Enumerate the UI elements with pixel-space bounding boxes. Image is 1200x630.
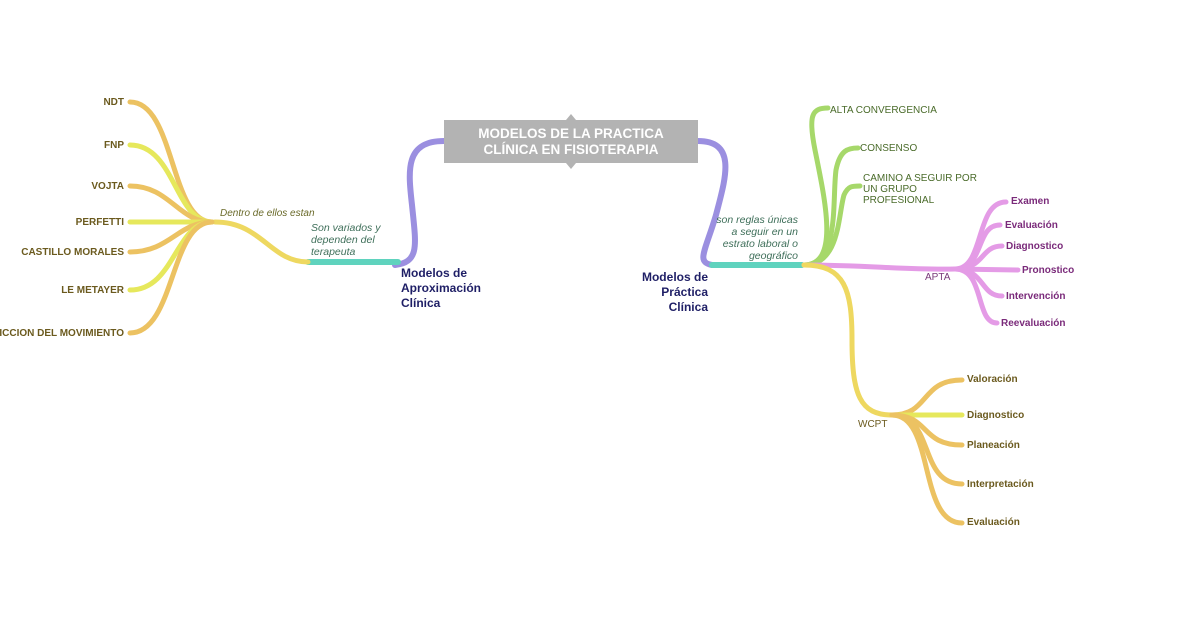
left-item-castillo-morales[interactable]: CASTILLO MORALES xyxy=(21,247,124,258)
wcpt-item-evaluacion[interactable]: Evaluación xyxy=(967,517,1020,528)
right-green-item-alta-convergencia[interactable]: ALTA CONVERGENCIA xyxy=(830,105,937,116)
apta-item-evaluacion[interactable]: Evaluación xyxy=(1005,220,1058,231)
left-item-vojta[interactable]: VOJTA xyxy=(91,181,124,192)
wcpt-item-diagnostico[interactable]: Diagnostico xyxy=(967,410,1025,421)
apta-item-pronostico[interactable]: Pronostico xyxy=(1022,265,1075,276)
connector-apta xyxy=(801,262,958,272)
left-item-le-metayer[interactable]: LE METAYER xyxy=(61,285,124,296)
apta-item-diagnostico[interactable]: Diagnostico xyxy=(1006,241,1064,252)
connector-left-hub xyxy=(212,219,311,265)
connector-riccion xyxy=(127,219,215,336)
connector-evaluacion-wcpt xyxy=(889,412,965,526)
connector-wcpt xyxy=(801,262,895,418)
connector-reevaluacion xyxy=(952,266,1000,326)
connector-valoracion xyxy=(889,377,965,418)
right-branch-note[interactable]: son reglas únicas a seguir en un estrato… xyxy=(716,214,798,262)
connector-root-right xyxy=(695,138,729,268)
right-branch-title[interactable]: Modelos de Práctica Clínica xyxy=(641,270,708,314)
root-bottom-pointer xyxy=(566,163,576,169)
root-title: MODELOS DE LA PRACTICA CLÍNICA EN FISIOT… xyxy=(478,125,664,157)
left-branch-note[interactable]: Son variados y dependen del terapeuta xyxy=(311,222,381,258)
root-node[interactable]: MODELOS DE LA PRACTICA CLÍNICA EN FISIOT… xyxy=(444,120,698,163)
left-branch-title[interactable]: Modelos de Aproximación Clínica xyxy=(401,266,482,310)
right-green-item-consenso[interactable]: CONSENSO xyxy=(860,143,918,154)
left-item-riccion[interactable]: RICCION DEL MOVIMIENTO xyxy=(0,328,124,339)
connector-root-left xyxy=(392,138,447,268)
wcpt-item-interpretacion[interactable]: Interpretación xyxy=(967,479,1034,490)
apta-item-intervencion[interactable]: Intervención xyxy=(1006,291,1066,302)
left-sub-note[interactable]: Dentro de ellos estan xyxy=(220,208,315,219)
right-green-item-camino[interactable]: CAMINO A SEGUIR POR UN GRUPO PROFESIONAL xyxy=(863,173,977,206)
left-item-perfetti[interactable]: PERFETTI xyxy=(75,217,124,228)
connector-camino xyxy=(801,183,863,268)
left-item-ndt[interactable]: NDT xyxy=(103,97,124,108)
root-top-pointer xyxy=(566,114,576,120)
apta-item-reevaluacion[interactable]: Reevaluación xyxy=(1001,318,1066,329)
wcpt-label[interactable]: WCPT xyxy=(858,419,888,430)
connector-alta xyxy=(801,105,831,268)
wcpt-item-planeacion[interactable]: Planeación xyxy=(967,440,1020,451)
wcpt-item-valoracion[interactable]: Valoración xyxy=(967,374,1018,385)
apta-label[interactable]: APTA xyxy=(925,272,951,283)
left-item-fnp[interactable]: FNP xyxy=(104,140,124,151)
apta-item-examen[interactable]: Examen xyxy=(1011,196,1050,207)
